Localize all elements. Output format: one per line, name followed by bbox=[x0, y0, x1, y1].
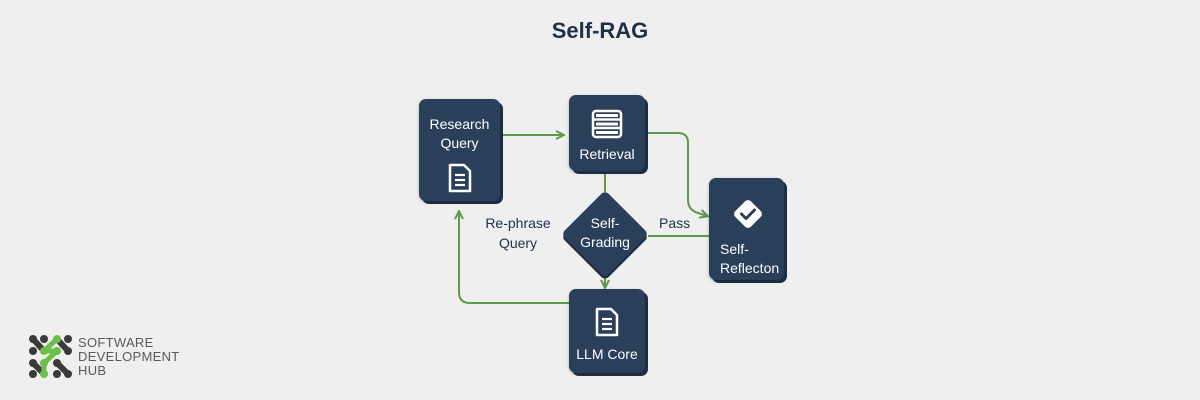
node-label: Self- bbox=[590, 215, 620, 231]
logo-text: SOFTWARE DEVELOPMENT HUB bbox=[78, 336, 180, 378]
node-label: Reflecton bbox=[720, 260, 780, 276]
node-self-reflection[interactable]: Self- Reflecton bbox=[709, 178, 784, 280]
node-llm-core[interactable]: LLM Core bbox=[569, 289, 645, 373]
node-retrieval[interactable]: Retrieval bbox=[569, 95, 645, 171]
node-label: Research bbox=[429, 116, 490, 132]
logo-icon bbox=[29, 335, 72, 378]
edge-retrieval-to-reflection bbox=[647, 132, 707, 216]
edge-label-text: Re-phrase bbox=[485, 215, 551, 231]
edge-llm-to-query bbox=[459, 212, 570, 304]
logo-line: HUB bbox=[78, 363, 107, 378]
node-research-query[interactable]: Research Query bbox=[419, 99, 500, 201]
list-icon bbox=[591, 109, 623, 139]
edge-label-pass: Pass bbox=[659, 215, 691, 231]
document-icon bbox=[448, 163, 471, 193]
edge-label-rephrase-query: Re-phrase Query bbox=[480, 213, 556, 253]
node-label: Self- bbox=[720, 241, 749, 257]
node-label: LLM Core bbox=[576, 346, 638, 362]
logo-line: SOFTWARE bbox=[78, 335, 154, 350]
check-diamond-icon bbox=[734, 200, 762, 228]
diagram-title: Self-RAG bbox=[551, 18, 649, 43]
edge-label-text: Query bbox=[498, 235, 538, 251]
logo-line: DEVELOPMENT bbox=[78, 349, 180, 364]
node-label: Retrieval bbox=[579, 146, 635, 162]
node-label: Query bbox=[440, 135, 479, 151]
node-label: Grading bbox=[580, 234, 630, 250]
document-icon bbox=[595, 307, 619, 337]
